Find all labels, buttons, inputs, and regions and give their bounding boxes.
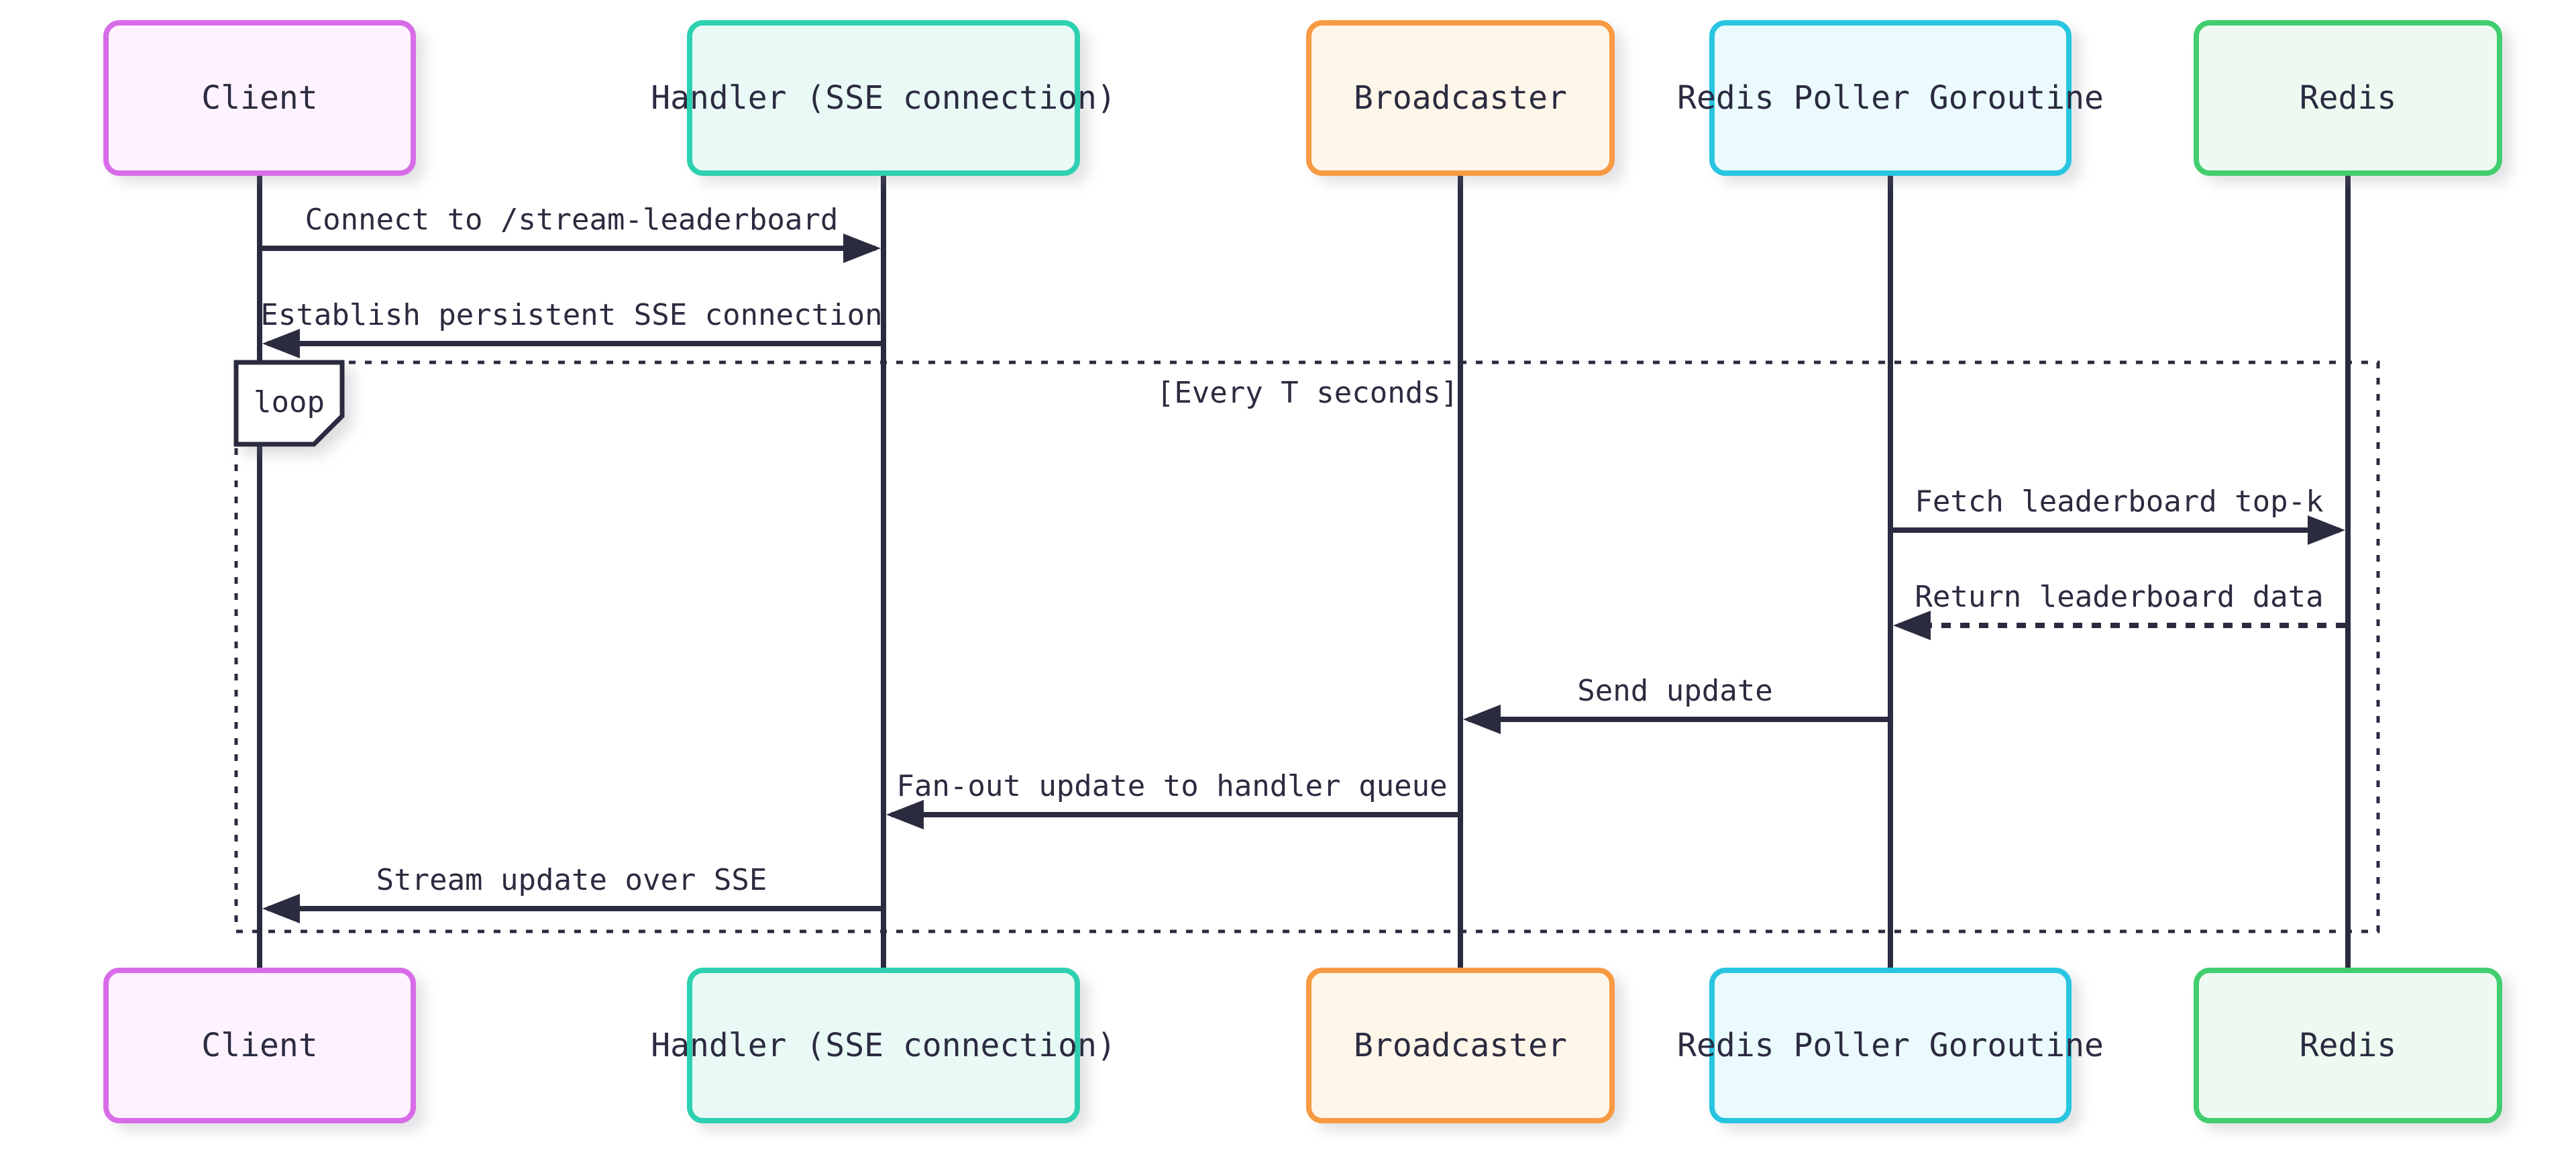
arrowhead-3 — [2308, 515, 2345, 545]
participant-top-handler-label: Handler (SSE connection) — [651, 79, 1116, 117]
participant-top-redis-poller: Redis Poller Goroutine — [1677, 20, 2104, 176]
participant-top-broadcaster: Broadcaster — [1306, 20, 1615, 176]
arrowhead-6 — [886, 800, 924, 829]
participant-bottom-redis: Redis — [2194, 968, 2502, 1123]
participant-top-client-label: Client — [201, 79, 318, 117]
participant-top-broadcaster-label: Broadcaster — [1354, 79, 1567, 117]
loop-label: loop — [254, 385, 325, 419]
arrowhead-5 — [1463, 705, 1501, 734]
participant-bottom-handler: Handler (SSE connection) — [651, 968, 1116, 1123]
participant-top-client: Client — [103, 20, 416, 176]
participant-top-handler: Handler (SSE connection) — [651, 20, 1116, 176]
arrowhead-7 — [262, 894, 300, 923]
participant-bottom-redis-poller-label: Redis Poller Goroutine — [1677, 1027, 2104, 1064]
message-label-6: Fan-out update to handler queue — [896, 769, 1448, 803]
participant-top-redis-label: Redis — [2299, 79, 2397, 117]
loop-condition: [Every T seconds] — [1156, 376, 1459, 410]
participant-bottom-redis-poller: Redis Poller Goroutine — [1677, 968, 2104, 1123]
message-label-2: Establish persistent SSE connection — [260, 298, 883, 332]
message-label-1: Connect to /stream-leaderboard — [305, 203, 839, 237]
participant-bottom-broadcaster-label: Broadcaster — [1354, 1027, 1567, 1064]
arrowhead-4 — [1893, 611, 1931, 640]
participant-bottom-client-label: Client — [201, 1027, 318, 1064]
loop-label-shape — [233, 360, 345, 447]
arrowhead-1 — [843, 234, 881, 263]
participant-bottom-broadcaster: Broadcaster — [1306, 968, 1615, 1123]
participant-top-redis: Redis — [2194, 20, 2502, 176]
message-label-3: Fetch leaderboard top-k — [1915, 484, 2324, 519]
message-label-5: Send update — [1577, 674, 1773, 708]
participant-bottom-redis-label: Redis — [2299, 1027, 2397, 1064]
message-label-4: Return leaderboard data — [1915, 580, 2324, 614]
message-label-7: Stream update over SSE — [376, 863, 767, 897]
participant-bottom-handler-label: Handler (SSE connection) — [651, 1027, 1116, 1064]
participant-top-redis-poller-label: Redis Poller Goroutine — [1677, 79, 2104, 117]
arrowhead-2 — [262, 329, 300, 358]
loop-frame — [234, 360, 2380, 933]
participant-bottom-client: Client — [103, 968, 416, 1123]
